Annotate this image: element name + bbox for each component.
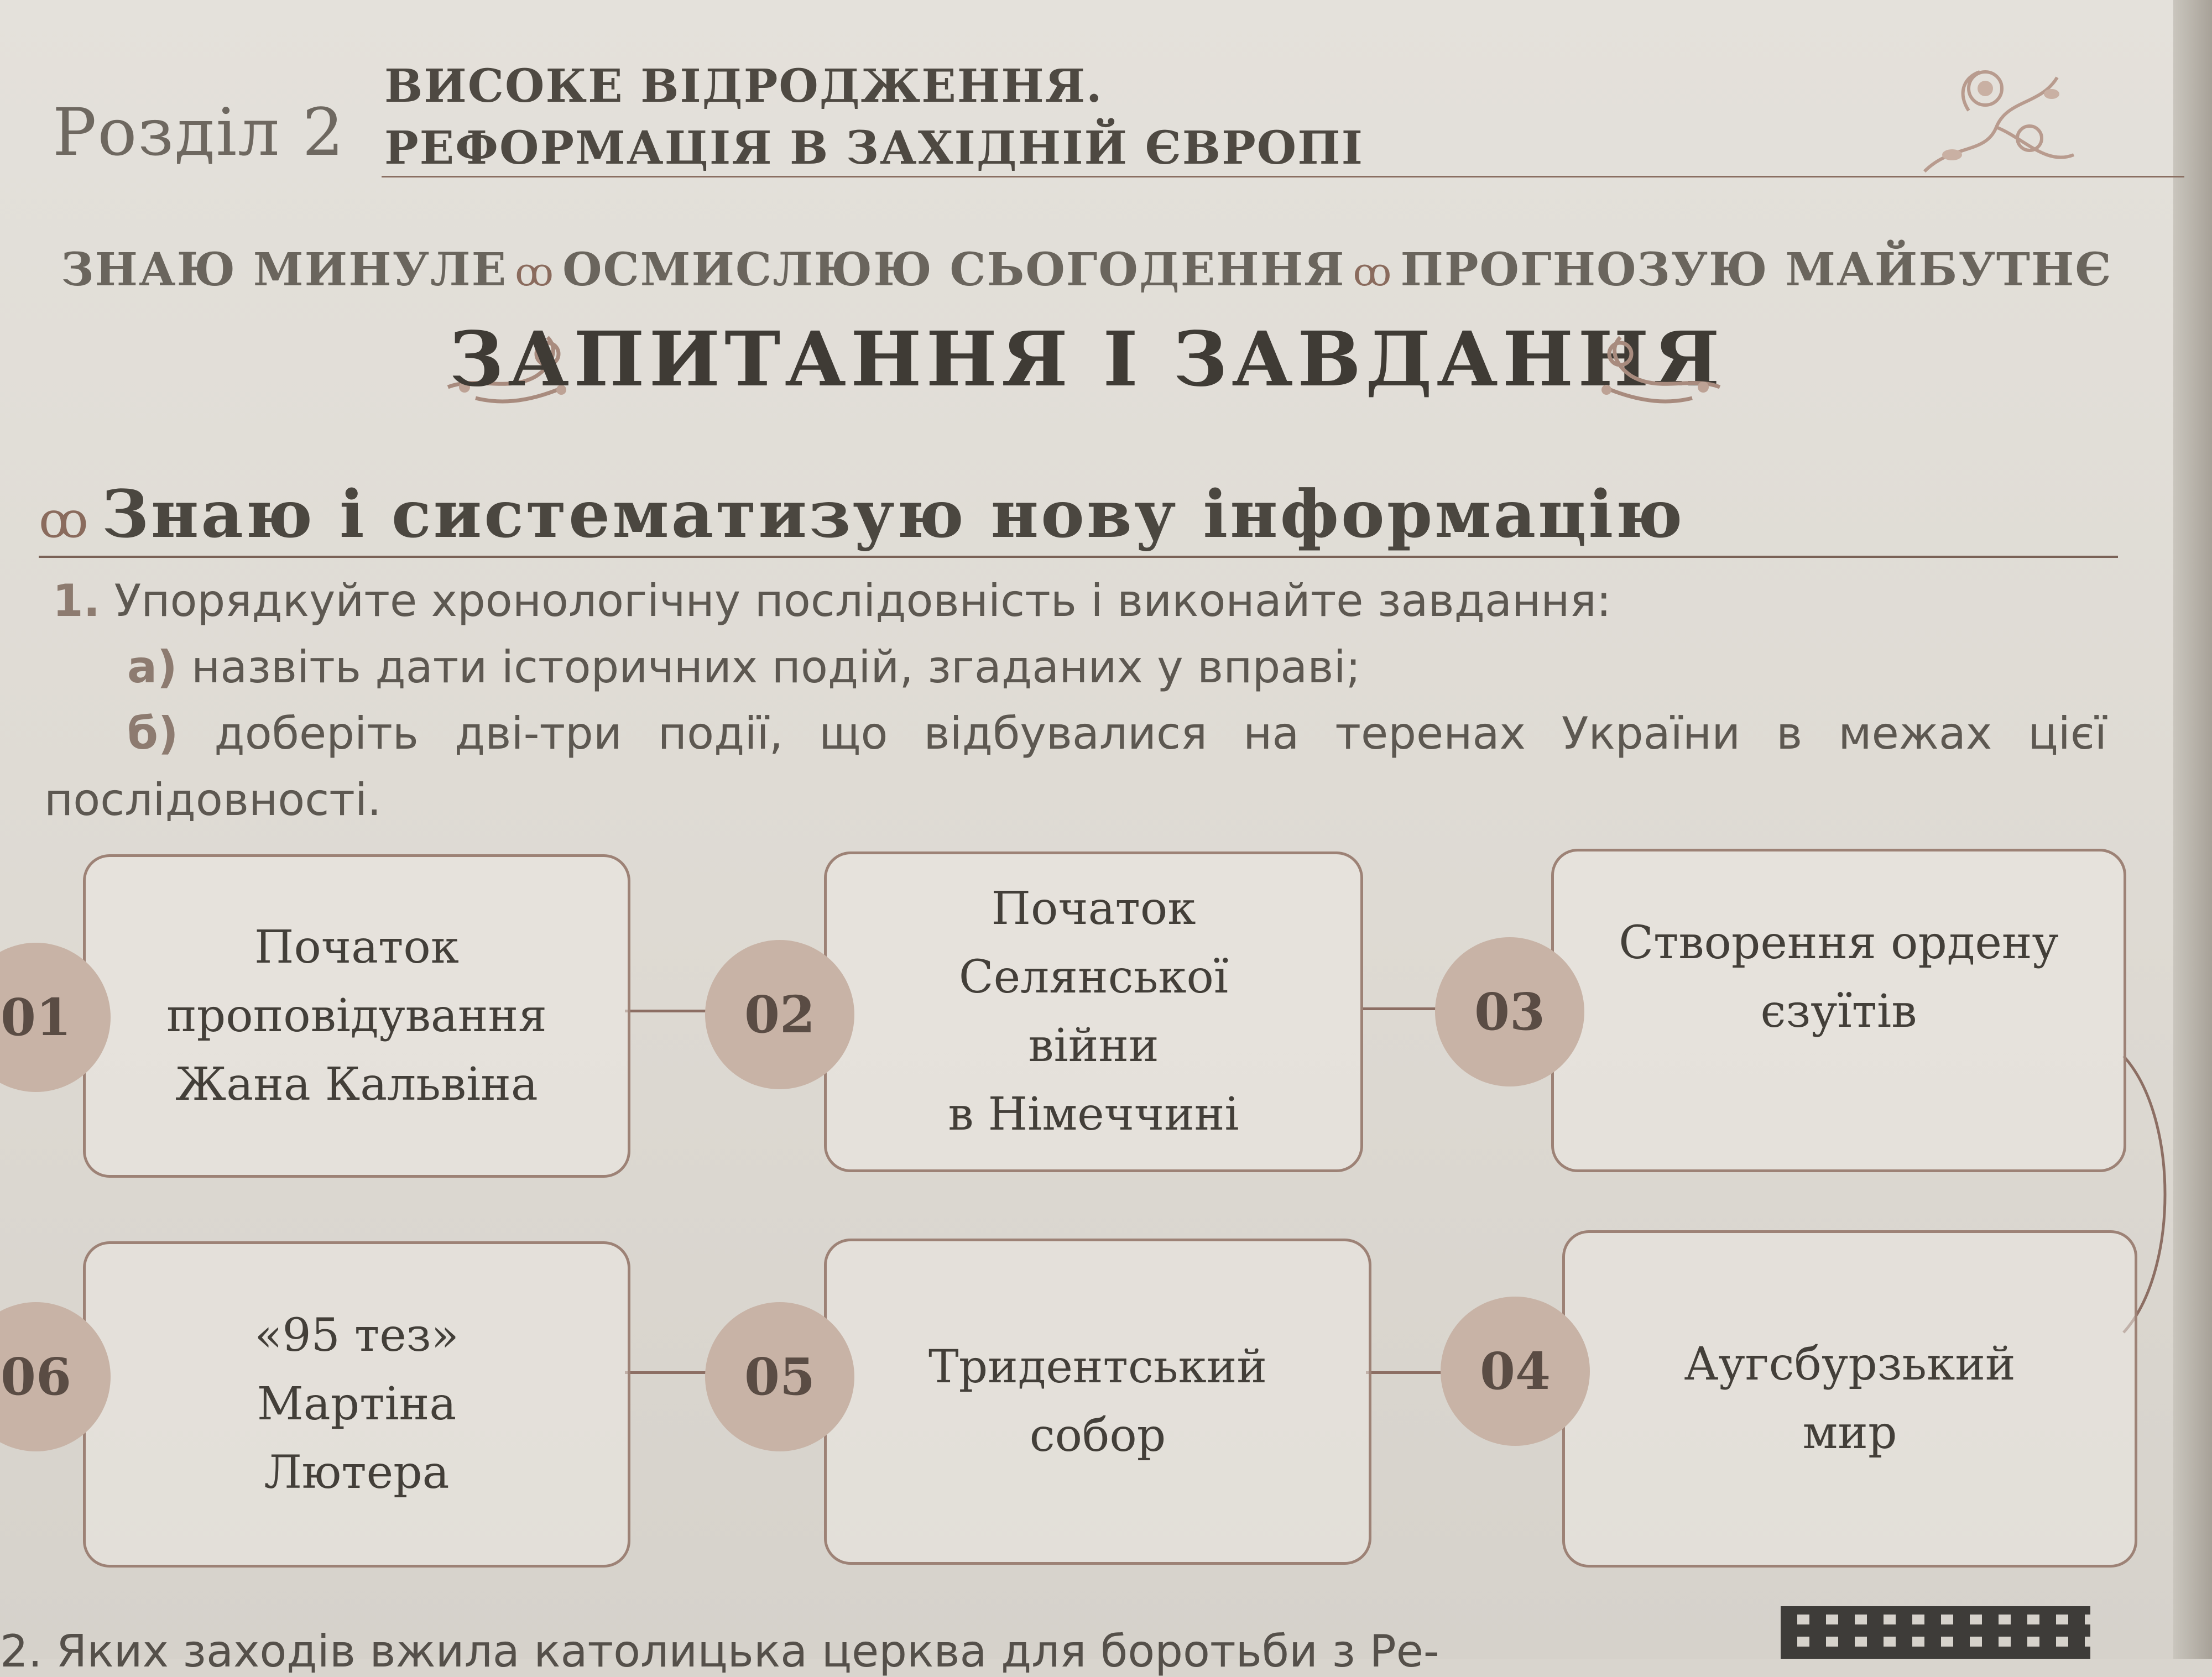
event-box-03-text: Створення ордену єзуїтів xyxy=(1619,916,2059,1038)
event-box-02-text: Початок Селянської війни в Німеччині xyxy=(948,882,1239,1141)
task-1a: а) назвіть дати історичних подій, згадан… xyxy=(127,641,1361,693)
connector-05-04 xyxy=(1366,1371,1460,1374)
task-number: 1. xyxy=(53,575,101,626)
step-number-03: 03 xyxy=(1435,937,1584,1086)
event-box-05-text: Тридентський собор xyxy=(928,1341,1267,1462)
qr-code-icon xyxy=(1781,1606,2090,1659)
task-2-partial: 2. Яких заходів вжила католицька церква … xyxy=(0,1626,1439,1677)
connector-02-03 xyxy=(1360,1007,1454,1010)
curl-separator-icon: ꝏ xyxy=(1353,249,1393,295)
motto-part-1: ЗНАЮ МИНУЛЕ xyxy=(61,243,508,296)
chapter-title: ВИСОКЕ ВІДРОДЖЕННЯ. РЕФОРМАЦІЯ В ЗАХІДНІ… xyxy=(384,55,1364,179)
task-1b-continuation: послідовності. xyxy=(44,774,382,826)
connector-01-02 xyxy=(625,1010,724,1012)
floral-ornament-icon xyxy=(1923,70,2075,173)
motto-part-2: ОСМИСЛЮЮ СЬОГОДЕННЯ xyxy=(562,243,1345,296)
event-box-02: Початок Селянської війни в Німеччині xyxy=(824,851,1363,1172)
task-1-text: Упорядкуйте хронологічну послідовність і… xyxy=(114,575,1611,626)
task-1b: б) доберіть дві-три події, що відбувалис… xyxy=(127,708,2107,759)
event-box-05: Тридентський собор xyxy=(824,1239,1371,1565)
step-number-02: 02 xyxy=(705,940,854,1089)
event-box-04: Аугсбурзький мир xyxy=(1562,1230,2137,1568)
header-rule xyxy=(382,176,2184,177)
task-1a-mark: а) xyxy=(127,641,178,693)
motto-part-3: ПРОГНОЗУЮ МАЙБУТНЄ xyxy=(1400,243,2112,296)
event-box-01-text: Початок проповідування Жана Кальвіна xyxy=(166,921,547,1111)
curl-separator-icon: ꝏ xyxy=(515,249,555,295)
page-edge xyxy=(2173,0,2212,1659)
step-number-04: 04 xyxy=(1441,1297,1590,1446)
chapter-title-line1: ВИСОКЕ ВІДРОДЖЕННЯ. xyxy=(384,60,1103,113)
task-1a-text: назвіть дати історичних подій, згаданих … xyxy=(191,641,1361,693)
chapter-title-line2: РЕФОРМАЦІЯ В ЗАХІДНІЙ ЄВРОПІ xyxy=(384,122,1364,175)
subsection-title-text: Знаю і систематизую нову інформацію xyxy=(101,476,1685,552)
event-box-01: Початок проповідування Жана Кальвіна xyxy=(83,854,630,1178)
subsection-rule xyxy=(39,556,2118,558)
task-1b-text: доберіть дві-три події, що відбувалися н… xyxy=(214,708,2107,759)
task-1b-mark: б) xyxy=(127,708,179,759)
task-1: 1. Упорядкуйте хронологічну послідовніст… xyxy=(53,575,1611,626)
event-box-03: Створення ордену єзуїтів xyxy=(1551,849,2126,1172)
section-title: ЗАПИТАННЯ І ЗАВДАННЯ xyxy=(449,315,1724,404)
connector-06-05 xyxy=(625,1371,724,1374)
event-box-06-text: «95 тез» Мартіна Лютера xyxy=(254,1309,459,1499)
scroll-ornament-right-icon xyxy=(1601,336,1721,404)
event-box-06: «95 тез» Мартіна Лютера xyxy=(83,1241,630,1568)
connector-03-04 xyxy=(2122,1055,2167,1334)
event-box-04-text: Аугсбурзький мир xyxy=(1684,1338,2016,1459)
chapter-label: Розділ 2 xyxy=(53,94,345,170)
curl-icon: ꝏ xyxy=(39,491,91,549)
step-number-05: 05 xyxy=(705,1302,854,1451)
scroll-ornament-left-icon xyxy=(447,336,566,404)
